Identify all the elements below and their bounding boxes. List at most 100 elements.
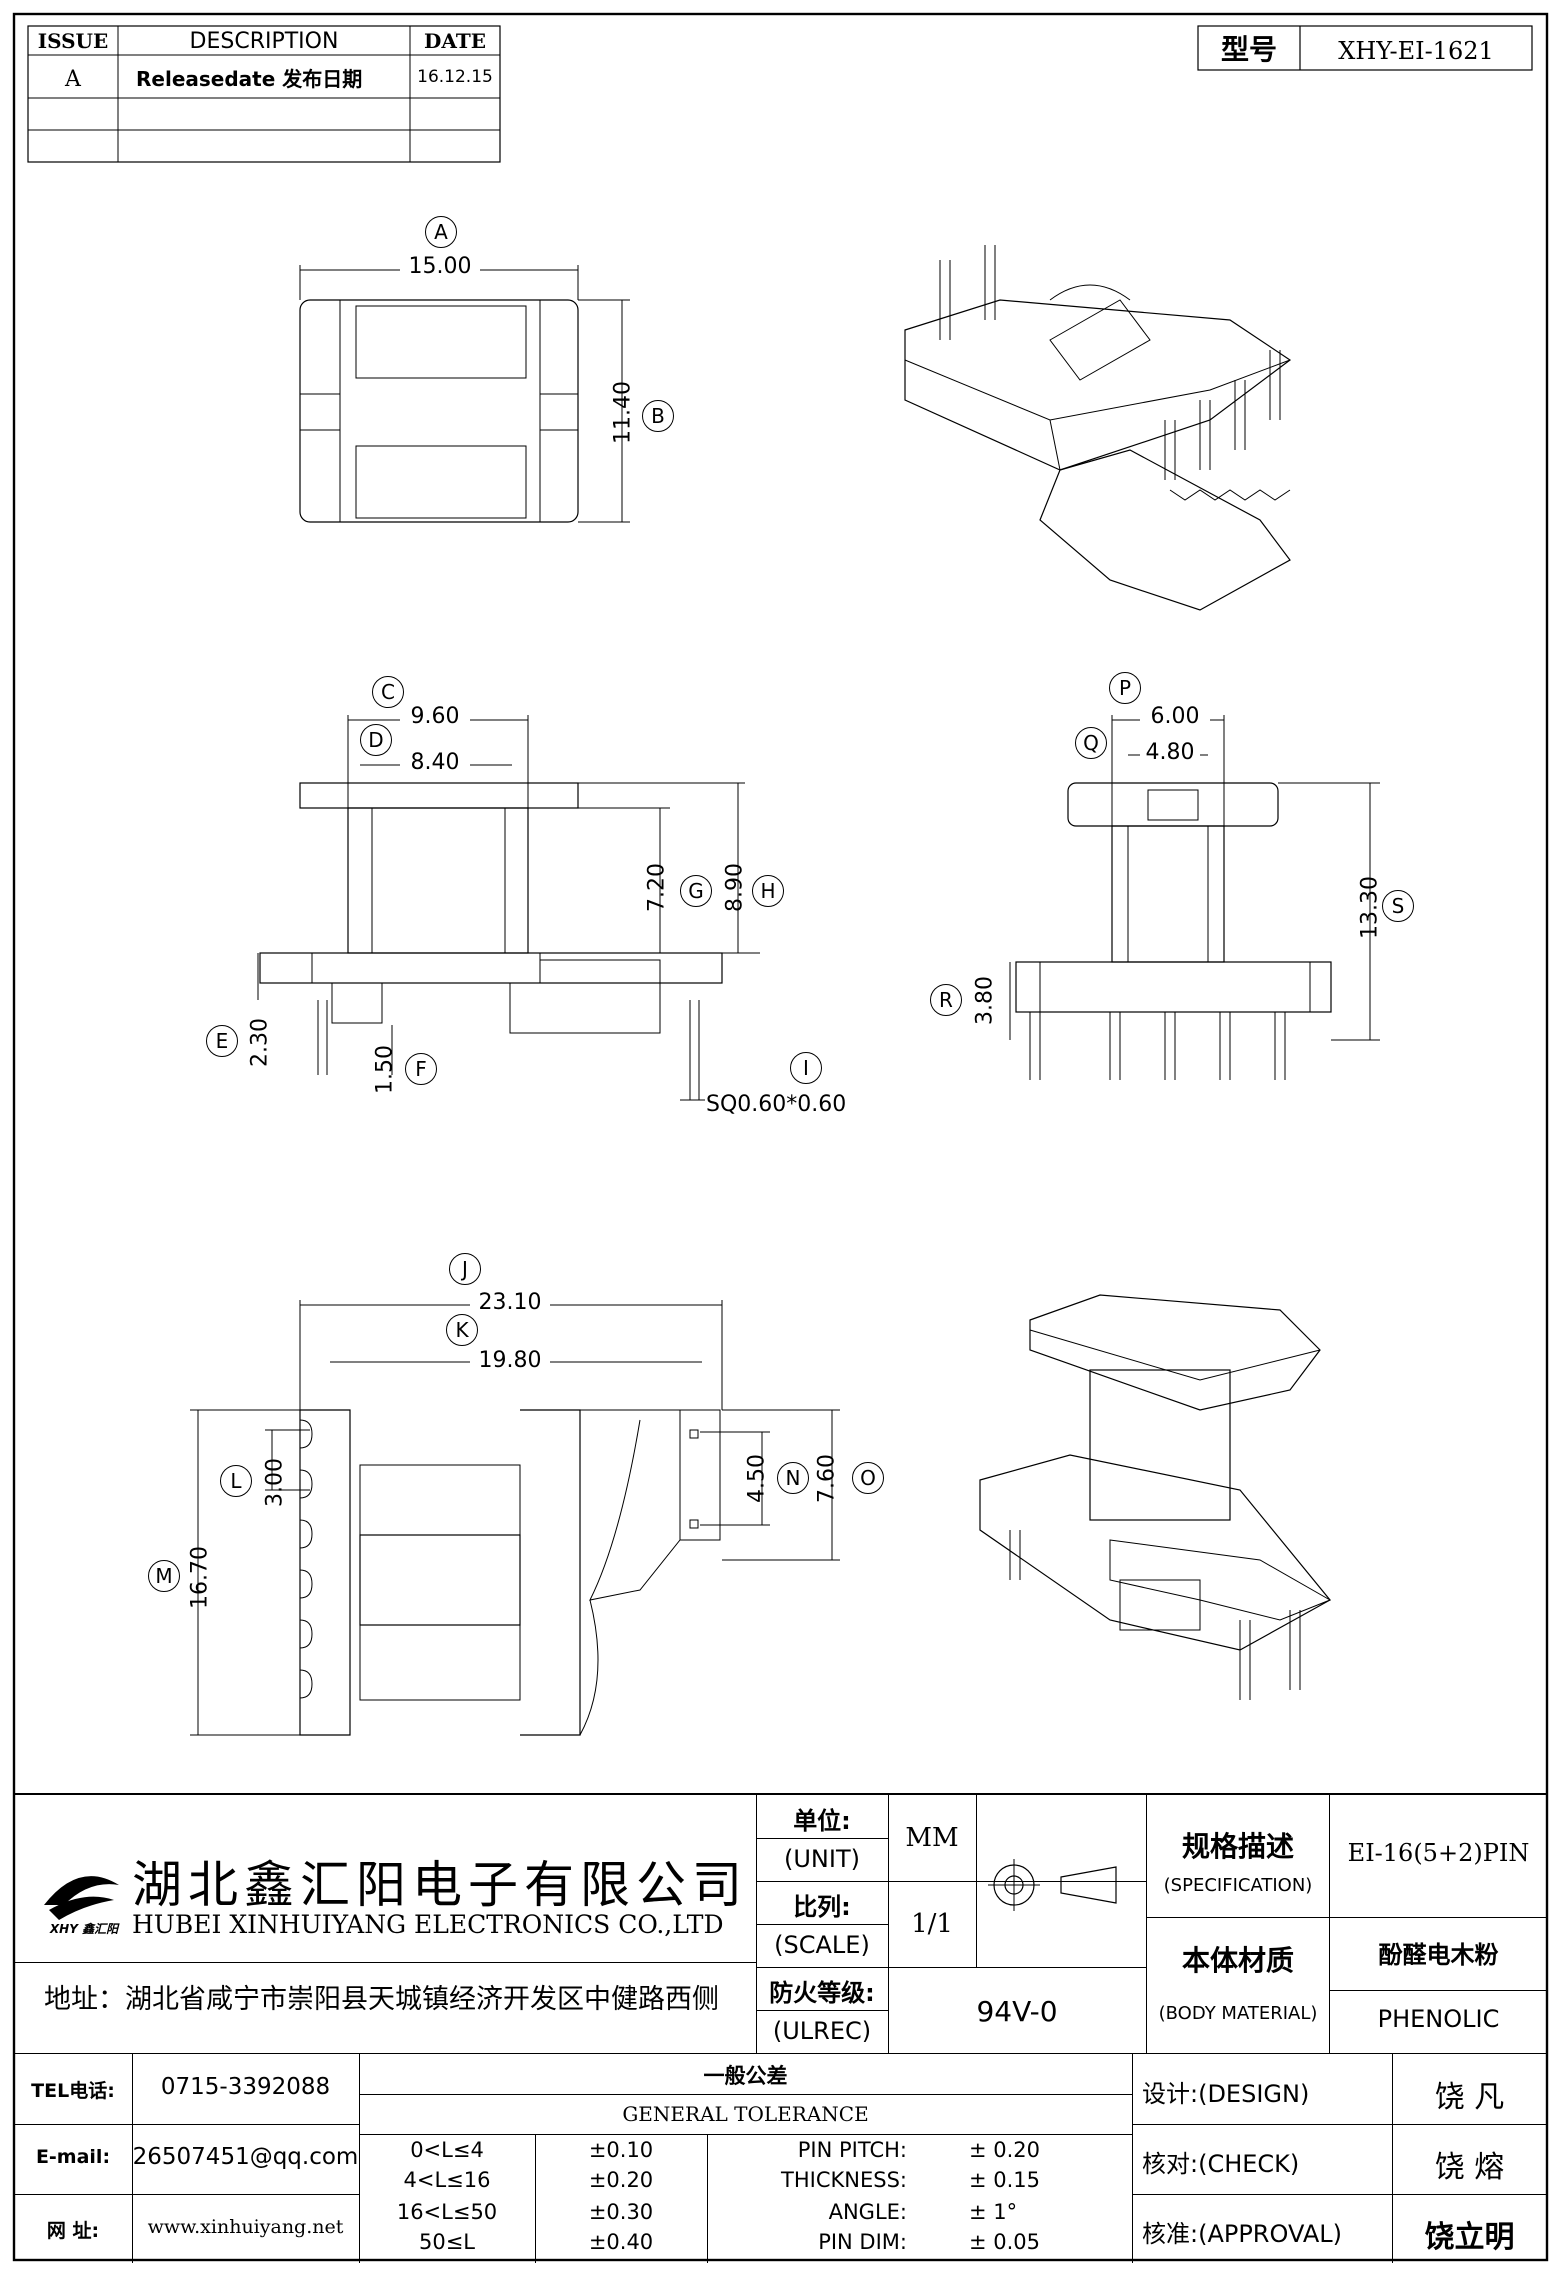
dim-value-q: 4.80	[1140, 740, 1200, 765]
revision-table: ISSUE DESCRIPTION DATE A Releasedate 发布日…	[27, 25, 501, 163]
scale-value: 1/1	[911, 1909, 953, 1939]
dim-value-j: 23.10	[470, 1290, 550, 1315]
scale-label-en: (SCALE)	[774, 1931, 870, 1959]
company-address: 地址：湖北省咸宁市崇阳县天城镇经济开发区中健路西侧	[44, 1984, 719, 2015]
tol-item-value-2: ± 0.15	[969, 2168, 1041, 2192]
ulrec-label-cn: 防火等级:	[769, 1979, 875, 2007]
tol-item-label-2: THICKNESS:	[781, 2168, 907, 2192]
web-value: www.xinhuiyang.net	[147, 2216, 344, 2238]
dim-value-r: 3.80	[972, 976, 998, 1025]
dim-value-m: 16.70	[187, 1546, 213, 1609]
dim-tag-o: O	[852, 1462, 884, 1494]
tolerance-title-en: GENERAL TOLERANCE	[622, 2102, 869, 2126]
approval-label-check: 核对:(CHECK)	[1142, 2150, 1300, 2178]
tol-item-label-3: ANGLE:	[828, 2200, 907, 2224]
tol-range-2: 4<L≤16	[403, 2168, 491, 2192]
dim-tag-h: H	[752, 875, 784, 907]
tol-value-1: ±0.10	[588, 2138, 654, 2162]
material-label-cn: 本体材质	[1181, 1944, 1294, 1977]
dim-value-e: 2.30	[247, 1018, 273, 1067]
unit-value: MM	[905, 1823, 959, 1853]
approval-label-approval: 核准:(APPROVAL)	[1142, 2220, 1342, 2248]
dim-value-h: 8.90	[722, 863, 748, 912]
sheet-border	[12, 12, 1549, 2262]
company-panel: XHY 鑫汇阳 湖北鑫汇阳电子有限公司 HUBEI XINHUIYANG ELE…	[14, 1795, 757, 2054]
dim-value-f: 1.50	[372, 1045, 398, 1094]
dim-tag-c: C	[372, 676, 404, 708]
tel-label: TEL电话:	[31, 2080, 115, 2102]
approval-name-approval: 饶立明	[1424, 2220, 1515, 2255]
bottom-view	[190, 1300, 840, 1736]
dim-tag-s: S	[1382, 890, 1414, 922]
spec-value: EI-16(5+2)PIN	[1347, 1839, 1530, 1867]
model-box: 型号 XHY-EI-1621	[1197, 25, 1533, 71]
unit-label-en: (UNIT)	[784, 1845, 860, 1873]
tolerance-panel: 一般公差 GENERAL TOLERANCE 0<L≤4 ±0.10 4<L≤1…	[359, 2054, 1133, 2263]
dim-tag-j: J	[449, 1253, 481, 1285]
top-view	[299, 265, 630, 523]
tol-item-label-4: PIN DIM:	[818, 2230, 907, 2254]
dim-value-a: 15.00	[400, 254, 480, 279]
dim-value-l: 3.00	[262, 1458, 288, 1507]
tol-value-2: ±0.20	[588, 2168, 654, 2192]
ulrec-value: 94V-0	[976, 1995, 1058, 2028]
scale-label-cn: 比列:	[793, 1893, 851, 1921]
rev-header-date: DATE	[424, 29, 486, 53]
model-value: XHY-EI-1621	[1338, 37, 1494, 65]
approval-name-check: 饶 熔	[1434, 2150, 1505, 2185]
dim-value-c: 9.60	[400, 704, 470, 729]
tol-range-4: 50≤L	[418, 2230, 476, 2254]
spec-label-en: (SPECIFICATION)	[1163, 1875, 1313, 1896]
dim-tag-a: A	[425, 216, 457, 248]
web-label: 网 址:	[46, 2220, 100, 2242]
dim-value-b: 11.40	[610, 381, 636, 444]
dim-tag-i: I	[790, 1052, 822, 1084]
dim-tag-q: Q	[1075, 727, 1107, 759]
projection-symbol-icon	[988, 1859, 1117, 1911]
dim-value-i: SQ0.60*0.60	[706, 1092, 847, 1117]
rev-issue-a: A	[64, 67, 82, 92]
logo-icon	[44, 1876, 119, 1920]
lower-band: TEL电话: 0715-3392088 E-mail: 26507451@qq.…	[14, 2053, 1547, 2263]
spec-label-cn: 规格描述	[1181, 1830, 1294, 1863]
iso-view-bottom	[979, 1294, 1332, 1700]
tol-item-value-3: ± 1°	[969, 2200, 1018, 2224]
material-value-cn: 酚醛电木粉	[1378, 1941, 1499, 1969]
tol-item-value-4: ± 0.05	[969, 2230, 1041, 2254]
dim-value-k: 19.80	[470, 1348, 550, 1373]
dim-tag-l: L	[220, 1465, 252, 1497]
email-value: 26507451@qq.com	[132, 2144, 359, 2170]
rev-date-a: 16.12.15	[417, 67, 493, 87]
dim-tag-b: B	[642, 400, 674, 432]
dim-tag-e: E	[206, 1025, 238, 1057]
dim-value-d: 8.40	[400, 750, 470, 775]
tol-item-value-1: ± 0.20	[969, 2138, 1041, 2162]
material-label-en: (BODY MATERIAL)	[1158, 2003, 1318, 2024]
dim-tag-k: K	[446, 1314, 478, 1346]
tel-value: 0715-3392088	[160, 2074, 331, 2100]
rev-header-issue: ISSUE	[38, 29, 109, 53]
tol-value-3: ±0.30	[588, 2200, 654, 2224]
title-block: XHY 鑫汇阳 湖北鑫汇阳电子有限公司 HUBEI XINHUIYANG ELE…	[14, 1793, 1548, 2263]
tol-range-3: 16<L≤50	[396, 2200, 498, 2224]
logo-text: XHY 鑫汇阳	[49, 1922, 119, 1936]
dim-tag-m: M	[148, 1560, 180, 1592]
tol-range-1: 0<L≤4	[410, 2138, 484, 2162]
approvals-panel: 设计:(DESIGN) 饶 凡 核对:(CHECK) 饶 熔 核准:(APPRO…	[1132, 2054, 1547, 2263]
dim-tag-r: R	[930, 984, 962, 1016]
dim-tag-g: G	[680, 875, 712, 907]
dim-tag-n: N	[777, 1462, 809, 1494]
dim-tag-f: F	[405, 1053, 437, 1085]
approval-name-design: 饶 凡	[1434, 2080, 1505, 2115]
dim-value-s: 13.30	[1357, 876, 1383, 939]
dim-tag-d: D	[360, 724, 392, 756]
tol-item-label-1: PIN PITCH:	[797, 2138, 907, 2162]
unit-label-cn: 单位:	[793, 1807, 851, 1835]
company-name-cn: 湖北鑫汇阳电子有限公司	[132, 1856, 748, 1914]
material-value-en: PHENOLIC	[1377, 2005, 1500, 2033]
side-view	[1009, 715, 1380, 1080]
tolerance-title-cn: 一般公差	[703, 2064, 788, 2088]
rev-header-description: DESCRIPTION	[190, 29, 339, 54]
dim-value-n: 4.50	[744, 1454, 770, 1503]
